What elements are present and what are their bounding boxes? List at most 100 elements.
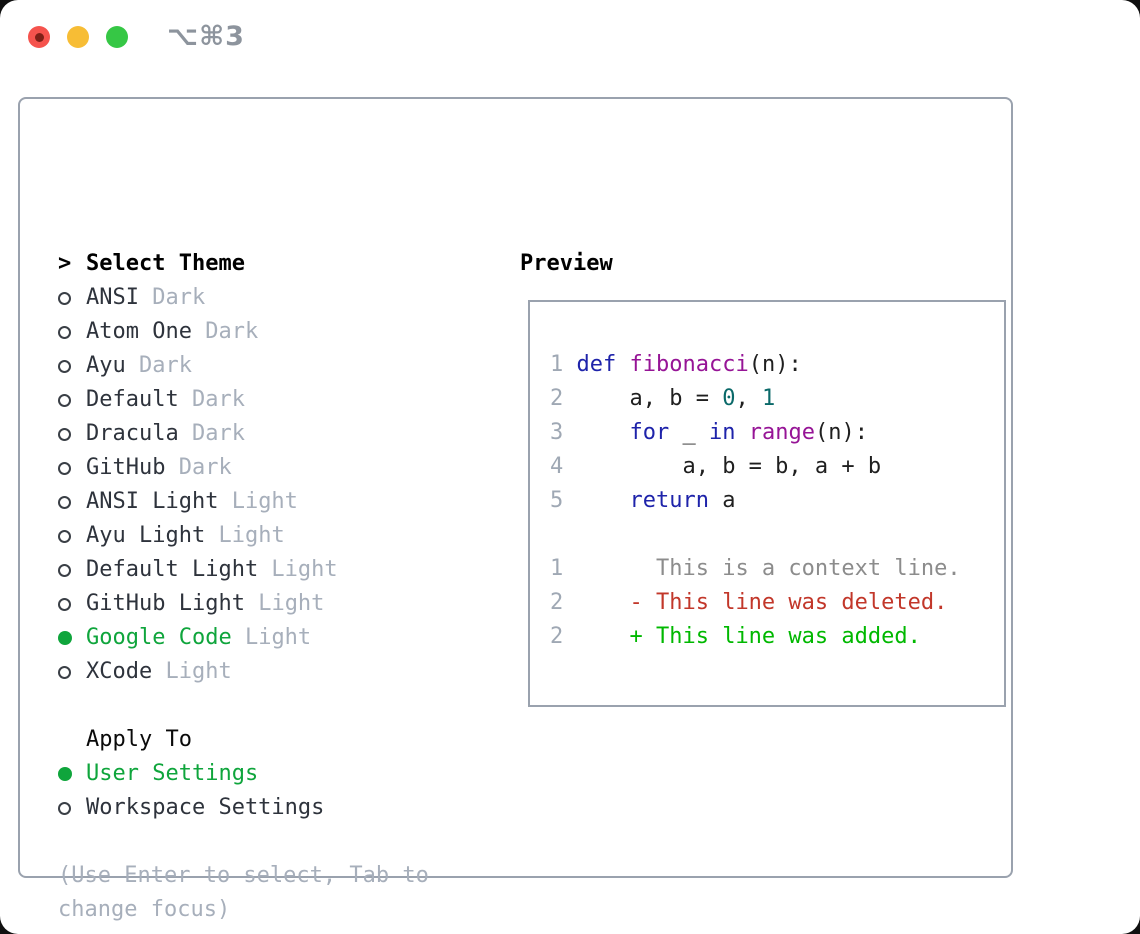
theme-option-name: Default — [86, 387, 179, 412]
apply-to-option[interactable]: Workspace Settings — [58, 791, 429, 825]
apply-to-option-label: Workspace Settings — [86, 795, 325, 820]
radio-unselected-icon — [58, 325, 86, 339]
theme-option-variant: Light — [244, 591, 325, 616]
preview-code-line: 5 return a — [550, 484, 1004, 518]
theme-option-variant: Dark — [125, 353, 192, 378]
preview-title: Preview — [520, 251, 613, 276]
radio-selected-icon — [58, 631, 86, 645]
help-text: (Use Enter to select, Tab to change focu… — [58, 859, 429, 927]
theme-option[interactable]: XCode Light — [58, 655, 429, 689]
code-segment-del: - This line was deleted. — [576, 590, 948, 615]
theme-option[interactable]: Google Code Light — [58, 621, 429, 655]
radio-unselected-icon — [58, 291, 86, 305]
theme-option-name: GitHub Light — [86, 591, 245, 616]
theme-option-variant: Light — [205, 523, 285, 548]
prompt-icon: > — [58, 251, 72, 276]
theme-option-variant: Light — [258, 557, 338, 582]
theme-option[interactable]: GitHub Dark — [58, 451, 429, 485]
radio-unselected-icon — [58, 563, 86, 577]
radio-unselected-icon — [58, 359, 86, 373]
line-number — [550, 522, 577, 547]
zoom-button[interactable] — [106, 26, 128, 48]
theme-option[interactable]: ANSI Dark — [58, 281, 429, 315]
apply-to-option-label: User Settings — [86, 761, 259, 786]
theme-option-variant: Light — [152, 659, 232, 684]
line-number: 2 — [550, 590, 577, 615]
code-segment-kw: for — [629, 420, 670, 445]
radio-unselected-icon — [58, 529, 86, 543]
theme-option-name: Ayu — [86, 353, 126, 378]
apply-to-header: Apply To — [58, 723, 429, 757]
theme-option-name: ANSI Light — [86, 489, 219, 514]
theme-option-variant: Dark — [191, 319, 259, 344]
code-segment-kw: return — [629, 488, 709, 513]
theme-option-name: Dracula — [86, 421, 179, 446]
apply-to-title: Apply To — [86, 727, 192, 752]
code-segment-pl: a — [708, 488, 736, 513]
code-segment-pl: , — [735, 386, 762, 411]
code-segment-pl: (n): — [814, 420, 868, 445]
theme-option[interactable]: Default Dark — [58, 383, 429, 417]
help-line-1: (Use Enter to select, Tab to — [58, 863, 429, 888]
theme-option[interactable]: Dracula Dark — [58, 417, 429, 451]
code-segment-pl — [616, 352, 629, 377]
preview-code-line: 1 def fibonacci(n): — [550, 348, 1004, 382]
close-button[interactable] — [28, 26, 50, 48]
theme-option-name: ANSI — [86, 285, 139, 310]
code-segment-pl — [577, 488, 630, 513]
preview-code-line: 3 for _ in range(n): — [550, 416, 1004, 450]
close-button-dot — [34, 32, 44, 42]
minimize-button[interactable] — [67, 26, 89, 48]
code-segment-fn: fibonacci — [629, 352, 749, 377]
theme-option[interactable]: Atom One Dark — [58, 315, 429, 349]
line-number: 4 — [550, 454, 577, 479]
line-number: 3 — [550, 420, 577, 445]
theme-option[interactable]: Ayu Light Light — [58, 519, 429, 553]
line-number: 1 — [550, 556, 577, 581]
line-number: 2 — [550, 624, 577, 649]
window-title: ⌥⌘3 — [167, 21, 245, 52]
theme-option-variant: Dark — [165, 455, 232, 480]
code-segment-kw: in — [708, 420, 736, 445]
code-segment-kw: def — [576, 352, 617, 377]
help-line-2: change focus) — [58, 897, 231, 922]
preview-code-line: 2 + This line was added. — [550, 620, 1004, 654]
line-number: 5 — [550, 488, 577, 513]
preview-code-line: 2 - This line was deleted. — [550, 586, 1004, 620]
code-segment-lit: 0 — [722, 386, 736, 411]
preview-code: 1 def fibonacci(n): 2 a, b = 0, 1 3 for _ … — [550, 348, 1004, 654]
code-segment-pl: a, b = — [576, 386, 723, 411]
theme-option[interactable]: Default Light Light — [58, 553, 429, 587]
theme-option[interactable]: ANSI Light Light — [58, 485, 429, 519]
theme-option-variant: Dark — [138, 285, 206, 310]
code-segment-pl: a, b = b, a + b — [576, 454, 882, 479]
code-segment-ctx: This is a context line. — [576, 556, 961, 581]
traffic-lights — [28, 26, 128, 48]
line-number: 2 — [550, 386, 577, 411]
theme-option-name: GitHub — [86, 455, 166, 480]
radio-unselected-icon — [58, 495, 86, 509]
preview-code-line: 4 a, b = b, a + b — [550, 450, 1004, 484]
radio-unselected-icon — [58, 665, 86, 679]
theme-option-name: XCode — [86, 659, 153, 684]
theme-option[interactable]: GitHub Light Light — [58, 587, 429, 621]
code-segment-pl — [735, 420, 748, 445]
theme-option-name: Default Light — [86, 557, 259, 582]
radio-unselected-icon — [58, 393, 86, 407]
theme-option[interactable]: Ayu Dark — [58, 349, 429, 383]
code-segment-pl: _ — [669, 420, 709, 445]
theme-option-variant: Light — [231, 625, 312, 650]
apply-to-option[interactable]: User Settings — [58, 757, 429, 791]
radio-unselected-icon — [58, 427, 86, 441]
preview-code-line — [550, 518, 1004, 552]
preview-code-line: 1 This is a context line. — [550, 552, 1004, 586]
select-theme-header: > Select Theme — [58, 247, 429, 281]
code-segment-pl — [577, 420, 630, 445]
preview-box: 1 def fibonacci(n): 2 a, b = 0, 1 3 for _ … — [528, 300, 1006, 707]
